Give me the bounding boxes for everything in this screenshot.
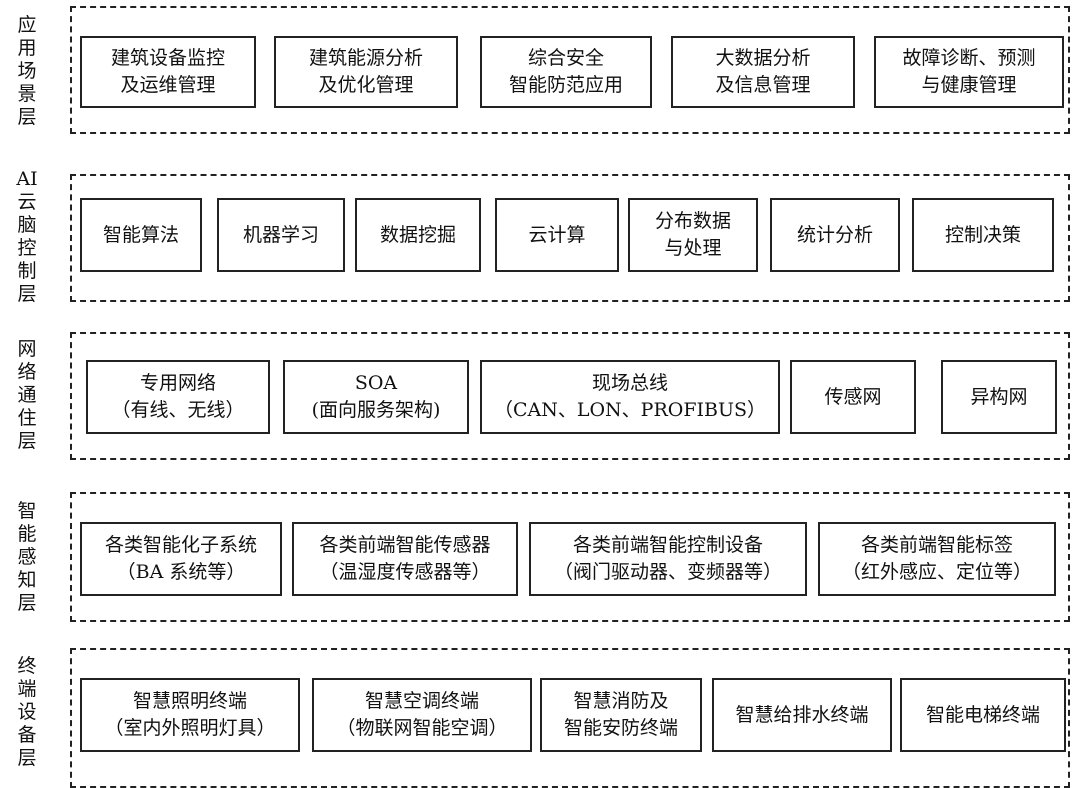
layer-label-terminal: 终端设备层 <box>17 655 37 769</box>
box-fieldbus: 现场总线 （CAN、LON、PROFIBUS） <box>480 360 780 434</box>
layer-network: 专用网络 （有线、无线） SOA (面向服务架构) 现场总线 （CAN、LON、… <box>70 332 1070 460</box>
box-big-data-analysis: 大数据分析 及信息管理 <box>671 36 855 108</box>
box-cloud-computing: 云计算 <box>495 198 619 272</box>
layer-label-ai-control: AI云脑控制层 <box>16 168 38 305</box>
box-smart-lighting: 智慧照明终端 （室内外照明灯具） <box>80 678 300 752</box>
box-building-energy-analysis: 建筑能源分析 及优化管理 <box>274 36 458 108</box>
box-heterogeneous-network: 异构网 <box>941 360 1057 434</box>
box-building-equipment-monitoring: 建筑设备监控 及运维管理 <box>80 36 256 108</box>
box-machine-learning: 机器学习 <box>217 198 345 272</box>
box-dedicated-network: 专用网络 （有线、无线） <box>86 360 270 434</box>
box-front-end-sensors: 各类前端智能传感器 （温湿度传感器等） <box>292 522 518 596</box>
box-statistical-analysis: 统计分析 <box>770 198 900 272</box>
layer-perception: 各类智能化子系统 （BA 系统等） 各类前端智能传感器 （温湿度传感器等） 各类… <box>70 492 1070 622</box>
box-intelligent-algorithm: 智能算法 <box>80 198 202 272</box>
box-soa: SOA (面向服务架构) <box>283 360 469 434</box>
box-smart-hvac: 智慧空调终端 （物联网智能空调） <box>312 678 532 752</box>
box-intelligent-subsystems: 各类智能化子系统 （BA 系统等） <box>80 522 282 596</box>
box-smart-elevator: 智能电梯终端 <box>900 678 1066 752</box>
box-smart-fire-security: 智慧消防及 智能安防终端 <box>540 678 702 752</box>
layer-application: 建筑设备监控 及运维管理 建筑能源分析 及优化管理 综合安全 智能防范应用 大数… <box>70 6 1070 134</box>
box-fault-diagnosis: 故障诊断、预测 与健康管理 <box>874 36 1064 108</box>
box-front-end-control-devices: 各类前端智能控制设备 （阀门驱动器、变频器等） <box>529 522 807 596</box>
layer-label-network: 网络通住层 <box>17 338 37 452</box>
box-control-decision: 控制决策 <box>912 198 1054 272</box>
layer-terminal: 智慧照明终端 （室内外照明灯具） 智慧空调终端 （物联网智能空调） 智慧消防及 … <box>70 648 1070 788</box>
box-distributed-data: 分布数据 与处理 <box>628 198 758 272</box>
box-integrated-security: 综合安全 智能防范应用 <box>480 36 652 108</box>
box-data-mining: 数据挖掘 <box>355 198 481 272</box>
layer-label-application: 应用场景层 <box>17 14 37 128</box>
box-sensor-network: 传感网 <box>790 360 916 434</box>
box-front-end-tags: 各类前端智能标签 （红外感应、定位等） <box>818 522 1056 596</box>
box-smart-water: 智慧给排水终端 <box>712 678 892 752</box>
layer-label-perception: 智能感知层 <box>17 500 37 614</box>
layer-ai-control: 智能算法 机器学习 数据挖掘 云计算 分布数据 与处理 统计分析 控制决策 <box>70 174 1070 302</box>
